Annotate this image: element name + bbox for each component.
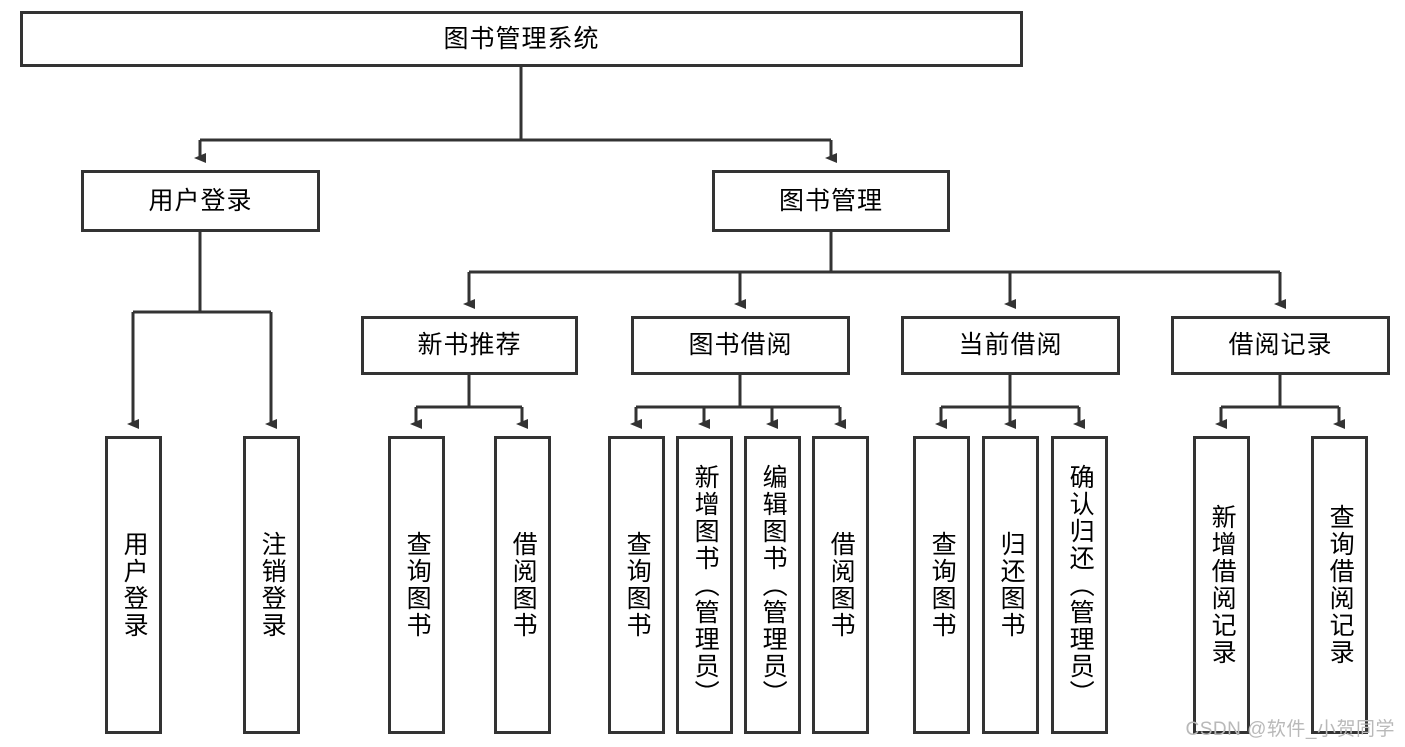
node-new-book-recommend[interactable]: 新书推荐: [361, 316, 578, 375]
leaf-query-book-1[interactable]: 查询图书: [388, 436, 445, 734]
node-label: 借阅记录: [1228, 331, 1333, 360]
node-label: 注销登录: [258, 531, 287, 639]
watermark-csdn: CSDN @软件_小贺同学: [1185, 719, 1395, 740]
leaf-borrow-book-1[interactable]: 借阅图书: [494, 436, 551, 734]
node-label: 用户登录: [120, 531, 149, 639]
node-label: 借阅图书: [827, 531, 856, 639]
leaf-query-book-3[interactable]: 查询图书: [913, 436, 970, 734]
leaf-user-login[interactable]: 用户登录: [105, 436, 162, 734]
leaf-return-book[interactable]: 归还图书: [982, 436, 1039, 734]
node-label: 图书借阅: [688, 331, 793, 360]
node-label: 查询图书: [623, 531, 652, 639]
node-label: 新增图书（管理员）: [691, 463, 720, 707]
node-label: 新书推荐: [417, 331, 522, 360]
node-borrow-record[interactable]: 借阅记录: [1171, 316, 1390, 375]
node-book-manage[interactable]: 图书管理: [712, 170, 950, 232]
leaf-borrow-book-2[interactable]: 借阅图书: [812, 436, 869, 734]
node-label: 确认归还（管理员）: [1066, 463, 1095, 707]
node-label: 查询图书: [403, 531, 432, 639]
node-label: 图书管理: [778, 186, 883, 215]
leaf-user-logout[interactable]: 注销登录: [243, 436, 300, 734]
node-label: 图书管理系统: [443, 24, 600, 53]
node-label: 编辑图书（管理员）: [759, 463, 788, 707]
node-label: 借阅图书: [509, 531, 538, 639]
leaf-edit-book[interactable]: 编辑图书（管理员）: [744, 436, 801, 734]
node-label: 归还图书: [997, 531, 1026, 639]
leaf-add-record[interactable]: 新增借阅记录: [1193, 436, 1250, 734]
node-label: 当前借阅: [958, 331, 1063, 360]
node-label: 查询借阅记录: [1326, 504, 1355, 666]
node-book-borrow[interactable]: 图书借阅: [631, 316, 850, 375]
leaf-confirm-return[interactable]: 确认归还（管理员）: [1051, 436, 1108, 734]
node-label: 用户登录: [148, 186, 253, 215]
node-root-system[interactable]: 图书管理系统: [20, 11, 1023, 67]
node-label: 查询图书: [928, 531, 957, 639]
node-user-login[interactable]: 用户登录: [81, 170, 320, 232]
leaf-query-book-2[interactable]: 查询图书: [608, 436, 665, 734]
node-current-borrow[interactable]: 当前借阅: [901, 316, 1120, 375]
leaf-add-book[interactable]: 新增图书（管理员）: [676, 436, 733, 734]
leaf-query-record[interactable]: 查询借阅记录: [1311, 436, 1368, 734]
node-label: 新增借阅记录: [1208, 504, 1237, 666]
